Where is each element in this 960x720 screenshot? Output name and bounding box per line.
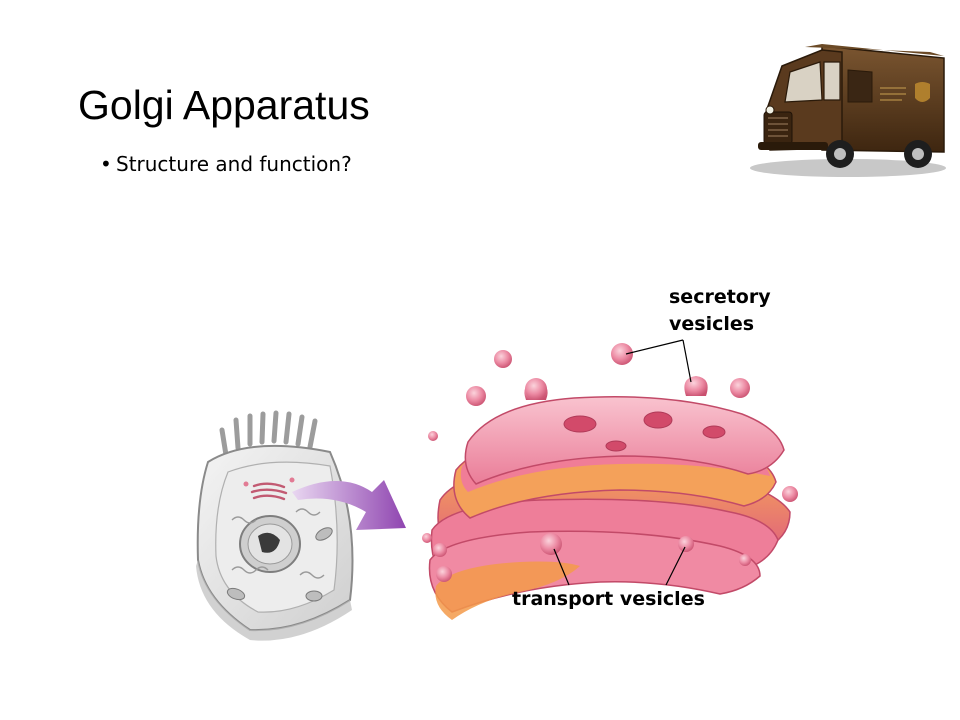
bullet-dot-icon: •	[100, 152, 112, 176]
purple-curved-arrow	[292, 480, 406, 530]
transport-vesicles-label: transport vesicles	[512, 588, 705, 610]
bullet-text: Structure and function?	[116, 152, 352, 176]
animal-cell-illustration	[196, 410, 354, 641]
bullet-item: •Structure and function?	[100, 152, 352, 176]
golgi-apparatus-illustration	[422, 339, 798, 620]
slide-title: Golgi Apparatus	[78, 82, 370, 128]
delivery-truck-icon	[750, 44, 946, 177]
secretory-label-line1: secretory	[669, 286, 771, 308]
secretory-vesicles-label: secretory vesicles	[669, 284, 771, 338]
secretory-label-line2: vesicles	[669, 313, 755, 335]
